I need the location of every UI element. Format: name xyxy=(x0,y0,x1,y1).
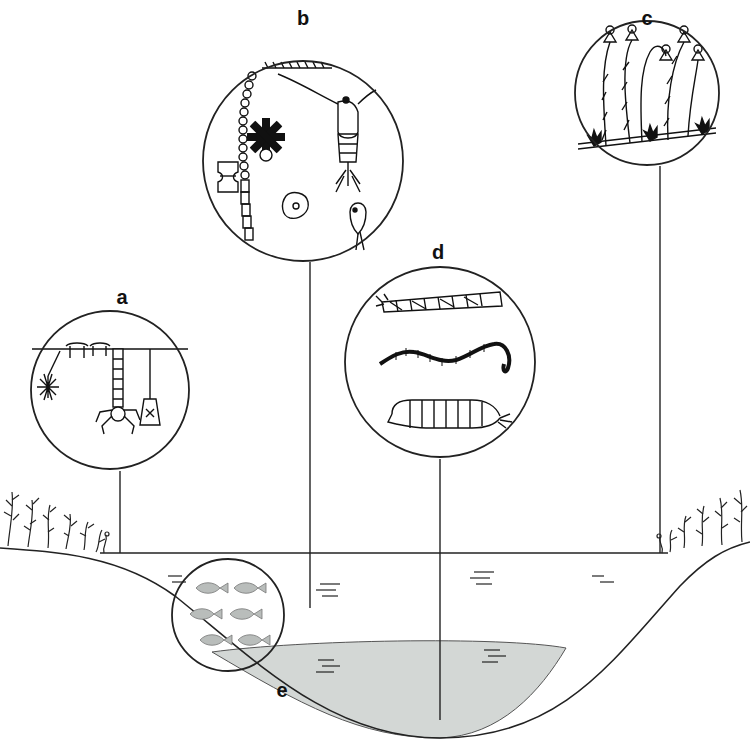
circle-outline xyxy=(575,21,719,165)
plankton xyxy=(218,62,376,250)
fish-school xyxy=(190,583,270,646)
circle-outline xyxy=(574,20,720,166)
circle-outline xyxy=(345,267,535,457)
bank-plants xyxy=(4,492,109,553)
circle-outline xyxy=(344,266,536,458)
water-surface xyxy=(100,552,668,553)
zone-circle: d xyxy=(344,266,536,458)
bank-plants xyxy=(657,490,747,553)
zone-circle: a xyxy=(30,310,190,470)
circle-outline xyxy=(203,61,403,261)
zone-circle: e xyxy=(171,558,285,672)
zone-letter: d xyxy=(432,242,444,262)
zone-circle: b xyxy=(202,60,404,262)
circle-outline xyxy=(171,558,285,672)
leader-lines xyxy=(120,166,660,720)
benthic-organisms xyxy=(376,292,512,428)
zone-letter: a xyxy=(116,287,127,307)
surface-organisms xyxy=(32,343,188,434)
circle-outline xyxy=(30,310,190,470)
zone-letter: e xyxy=(276,680,287,700)
attached-organisms xyxy=(578,25,716,149)
zone-letter: c xyxy=(641,8,652,28)
water-ripples xyxy=(168,572,614,672)
zone-letter: b xyxy=(297,8,309,28)
pond-basin xyxy=(0,542,750,738)
sediment xyxy=(212,641,566,738)
circle-outline xyxy=(172,559,284,671)
circle-outline xyxy=(202,60,404,262)
zone-circle: c xyxy=(574,20,720,166)
circle-outline xyxy=(31,311,189,469)
